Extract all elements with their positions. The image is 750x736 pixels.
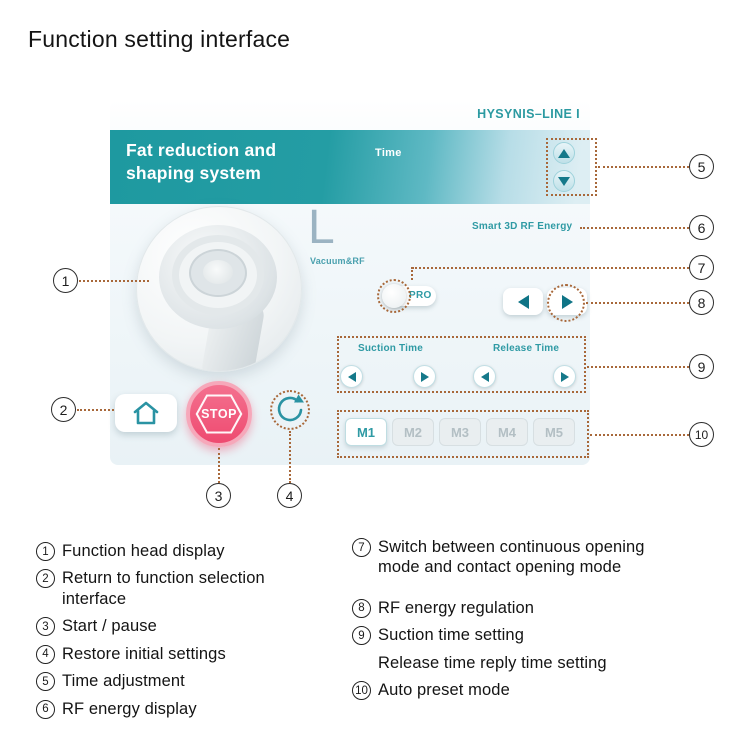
callout-line-8 (586, 302, 689, 304)
arrow-left-icon (480, 371, 489, 382)
preset-m1-button[interactable]: M1 (345, 418, 387, 446)
function-title: Fat reduction and shaping system (126, 139, 276, 185)
suction-time-label: Suction Time (358, 343, 424, 354)
legend-item-1: 1 Function head display (36, 541, 294, 561)
stop-button[interactable]: STOP (186, 381, 252, 447)
arrow-right-icon (561, 294, 573, 309)
legend-number: 4 (36, 644, 55, 664)
legend-left-column: 1 Function head display 2 Return to func… (36, 541, 294, 726)
arrow-right-icon (560, 371, 569, 382)
preset-m2-button[interactable]: M2 (392, 418, 434, 446)
callout-4: 4 (277, 483, 302, 508)
legend-right-column: 7 Switch between continuous opening mode… (352, 537, 664, 708)
page-title: Function setting interface (28, 26, 291, 52)
callout-9: 9 (689, 354, 714, 379)
head-center (203, 260, 233, 284)
legend-item-5: 5 Time adjustment (36, 671, 294, 692)
legend-number: 7 (352, 538, 371, 557)
legend-number: 2 (36, 569, 55, 589)
release-time-label: Release Time (493, 343, 560, 354)
brand-label: HYSYNIS–LINE I (477, 107, 580, 121)
arrow-down-icon (558, 176, 570, 186)
legend-number: 8 (352, 598, 371, 618)
legend-text: Start / pause (62, 617, 157, 636)
legend-text: Function head display (62, 542, 225, 560)
callout-line-5 (598, 166, 689, 168)
reset-circular-arrow-icon (277, 394, 304, 422)
preset-m3-button[interactable]: M3 (439, 418, 481, 446)
rf-increase-button[interactable] (547, 288, 587, 315)
rf-decrease-button[interactable] (503, 288, 543, 315)
legend-text: Switch between continuous opening mode a… (378, 538, 645, 577)
legend-number: 1 (36, 542, 55, 561)
callout-6: 6 (689, 215, 714, 240)
legend-item-2: 2 Return to function selection interface (36, 568, 294, 609)
pro-toggle-label: PRO (409, 290, 432, 301)
arrow-left-icon (517, 294, 529, 309)
callout-line-10 (590, 434, 689, 436)
callout-5: 5 (689, 154, 714, 179)
preset-m4-button[interactable]: M4 (486, 418, 528, 446)
header-banner: Fat reduction and shaping system Time (110, 130, 590, 204)
home-icon (133, 401, 159, 425)
legend-number: 5 (36, 672, 55, 692)
suction-decrease-button[interactable] (340, 365, 363, 388)
arrow-right-icon (420, 371, 429, 382)
legend-number: 6 (36, 699, 55, 719)
legend-text: Suction time setting (378, 626, 524, 645)
legend-text: Auto preset mode (378, 681, 510, 700)
mode-subtitle: Vacuum&RF (310, 256, 365, 266)
time-label: Time (375, 147, 402, 159)
callout-1: 1 (53, 268, 78, 293)
time-up-button[interactable] (553, 142, 575, 164)
callout-3: 3 (206, 483, 231, 508)
reset-button[interactable] (271, 391, 309, 429)
callout-7: 7 (689, 255, 714, 280)
legend-text: Return to function selection interface (62, 569, 265, 608)
time-down-button[interactable] (553, 170, 575, 192)
legend-item-10: 10 Auto preset mode (352, 680, 664, 701)
home-button[interactable] (115, 394, 177, 432)
arrow-left-icon (347, 371, 356, 382)
callout-2: 2 (51, 397, 76, 422)
legend-item-7: 7 Switch between continuous opening mode… (352, 537, 664, 578)
pro-toggle[interactable]: PRO (382, 284, 436, 308)
legend-text: RF energy display (62, 699, 197, 718)
release-decrease-button[interactable] (473, 365, 496, 388)
release-increase-button[interactable] (553, 365, 576, 388)
legend-number: 3 (36, 617, 55, 637)
callout-10: 10 (689, 422, 714, 447)
legend-text: Time adjustment (62, 672, 185, 691)
callout-line-6 (580, 227, 689, 229)
function-head-image (136, 206, 302, 372)
legend-text: RF energy regulation (378, 598, 535, 617)
function-title-line1: Fat reduction and (126, 140, 277, 160)
suction-increase-button[interactable] (413, 365, 436, 388)
legend-number: 9 (352, 626, 371, 646)
callout-8: 8 (689, 290, 714, 315)
legend-item-8: 8 RF energy regulation (352, 598, 664, 618)
preset-m5-button[interactable]: M5 (533, 418, 575, 446)
stop-button-label: STOP (201, 407, 237, 421)
toggle-knob-icon (382, 284, 406, 308)
legend-item-9: 9 Suction time setting (352, 625, 664, 646)
legend-item-9b: Release time reply time setting (378, 653, 664, 673)
legend-number: 10 (352, 681, 371, 701)
rf-energy-label: Smart 3D RF Energy (472, 221, 573, 232)
function-title-line2: shaping system (126, 163, 262, 183)
legend-item-3: 3 Start / pause (36, 616, 294, 637)
legend-item-6: 6 RF energy display (36, 699, 294, 719)
device-screen: HYSYNIS–LINE I Fat reduction and shaping… (110, 100, 590, 465)
callout-line-2 (77, 409, 114, 411)
callout-line-9 (587, 366, 689, 368)
hexagon-icon (195, 394, 243, 434)
legend-item-4: 4 Restore initial settings (36, 644, 294, 664)
legend-text: Release time reply time setting (378, 653, 607, 672)
mode-letter: L (308, 201, 335, 254)
arrow-up-icon (558, 148, 570, 158)
legend-text: Restore initial settings (62, 644, 226, 663)
